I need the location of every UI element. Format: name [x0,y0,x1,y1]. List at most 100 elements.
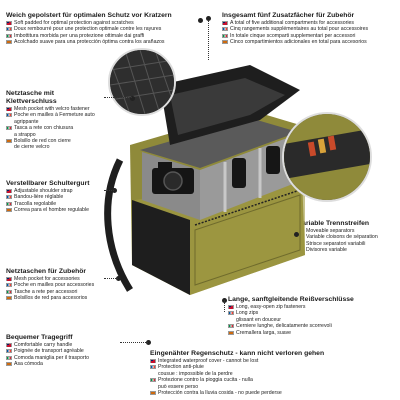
feature-line: Soft padded for optimal protection again… [6,20,186,26]
feature-compartments: Insgesamt fünf Zusatzfächer für Zubehör … [222,12,398,46]
flag-es-icon [6,40,12,45]
flag-gb-icon [6,107,12,111]
feature-line: Protezione contro la pioggia cucita - nu… [150,377,398,383]
feature-line: Cinco compartimientos adicionales en tot… [222,39,398,45]
feature-line: Bolsillos de red para accesorios [6,295,104,301]
flag-es-icon [6,208,12,213]
feature-line-text: Tasche a rete per accessori [14,288,78,295]
feature-line-text: Comoda maniglia per il trasporto [14,354,89,361]
feature-line: Bandou-lière réglable [6,194,104,200]
callout-dot [116,276,121,281]
feature-line: Mesh pocket with velcro fastener [6,106,104,112]
callout-dot [198,18,203,23]
feature-line: Adjustable shoulder strap [6,188,104,194]
feature-handle: Bequemer Tragegriff Comfortable carry ha… [6,334,146,368]
flag-gb-icon [150,359,156,363]
feature-title: Weich gepolstert für optimalen Schutz vo… [6,12,172,19]
feature-line: Protección contra la lluvia cosida - no … [150,390,398,396]
feature-line: Tasche a rete per accessori [6,289,104,295]
feature-line-text: Asa cómoda [14,361,43,368]
feature-line: Comfortable carry handle [6,342,146,348]
feature-line-text: cousue : impossible de la perdre [158,370,233,377]
feature-line-text: Mesh pocket with velcro fastener [14,106,90,112]
feature-line-text: agrippante [14,118,39,125]
feature-line-text: Doux rembourré pour une protection optim… [14,26,162,33]
flag-gb-icon [6,21,12,25]
lens [266,146,280,174]
flag-fr-icon [228,311,234,316]
flag-it-icon [150,378,156,383]
feature-line: Integrated waterproof cover - cannot be … [150,358,398,364]
feature-line-text: A total of five additional compartments … [230,20,354,26]
feature-line-text: Mesh pocket for accessories [14,276,80,282]
flag-gb-icon [6,343,12,347]
feature-line: Long zips [228,310,398,316]
feature-title: Netztasche mit Klettverschluss [6,90,57,105]
flag-es-icon [222,40,228,45]
feature-line: Comoda maniglia per il trasporto [6,355,146,361]
flag-it-icon [228,324,234,329]
callout-line [104,97,132,98]
feature-line-text: Tracolla regolabile [14,200,57,207]
shoulder-strap [104,158,133,292]
feature-raincover: Eingenähter Regenschutz - kann nicht ver… [150,350,398,396]
feature-line: Correa para el hombre regulable [6,207,104,213]
feature-line-text: Variable cloisons de séparation [306,234,378,241]
product-image [100,50,315,300]
feature-line-text: Poche en mailles à Fermeture auto [14,112,95,119]
feature-line: Cinq rangements supplémentaires au total… [222,26,398,32]
flag-es-icon [150,391,156,396]
feature-line: glissant en douceur [228,317,398,323]
feature-line-text: Cinco compartimientos adicionales en tot… [230,39,367,46]
feature-line-text: Long, easy-open zip fasteners [236,304,306,310]
feature-line-text: Poche en mailles pour accessories [14,282,95,289]
feature-title: Insgesamt fünf Zusatzfächer für Zubehör [222,12,355,19]
feature-line: Protection anti-pluie [150,364,398,370]
feature-line: cousue : impossible de la perdre [150,371,398,377]
feature-line: Mesh pocket for accessories [6,276,104,282]
feature-line: Imbottitura morbida per una protezione o… [6,33,186,39]
feature-title: Variable Trennstreifen [298,220,370,227]
feature-title: Eingenähter Regenschutz - kann nicht ver… [150,350,325,357]
flag-it-icon [6,355,12,360]
feature-line-text: Long zips [236,310,259,317]
zipper [194,189,301,226]
feature-line-text: Protezione contro la pioggia cucita - nu… [158,377,253,384]
feature-mesh-accessories: Netztaschen für Zubehör Mesh pocket for … [6,268,104,302]
callout-line [224,300,225,312]
feature-line-text: Divisores variable [306,247,347,254]
callout-line [104,190,114,191]
flag-fr-icon [222,27,228,32]
front-pocket [194,194,301,286]
feature-line-text: Adjustable shoulder strap [14,188,73,194]
feature-zipper: Lange, sanftgleitende Reißverschlüsse Lo… [228,296,398,336]
feature-line: In totale cinque scomparti supplementari… [222,33,398,39]
lid-mesh-pocket [170,78,285,135]
flag-it-icon [6,33,12,38]
feature-line-text: Strisce separatori variabili [306,240,366,247]
feature-line: a strappo [6,132,104,138]
feature-line-text: de cierre velcro [14,144,50,151]
feature-line-text: Acolchado suave para una protección ópti… [14,39,165,46]
feature-line-text: Correa para el hombre regulable [14,207,89,214]
flag-it-icon [6,289,12,294]
feature-line-text: Cinq rangements supplémentaires au total… [230,26,369,33]
feature-line-text: Protection anti-pluie [158,364,204,371]
feature-line: Poche en mailles pour accessories [6,282,104,288]
feature-lines: A total of five additional compartments … [222,20,398,46]
flag-es-icon [228,330,234,335]
callout-line [120,342,148,343]
feature-line-text: Protección contra la lluvia cosida - no … [158,390,282,397]
flag-gb-icon [222,21,228,25]
feature-line-text: Cerniere lunghe, delicatamente scorrevol… [236,323,332,330]
feature-line-text: Bolsillos de red para accesorios [14,295,88,302]
callout-dot [294,232,299,237]
callout-line [208,20,209,60]
feature-lines: Integrated waterproof cover - cannot be … [150,358,398,396]
feature-line-text: Poignée de transport agréable [14,348,84,355]
